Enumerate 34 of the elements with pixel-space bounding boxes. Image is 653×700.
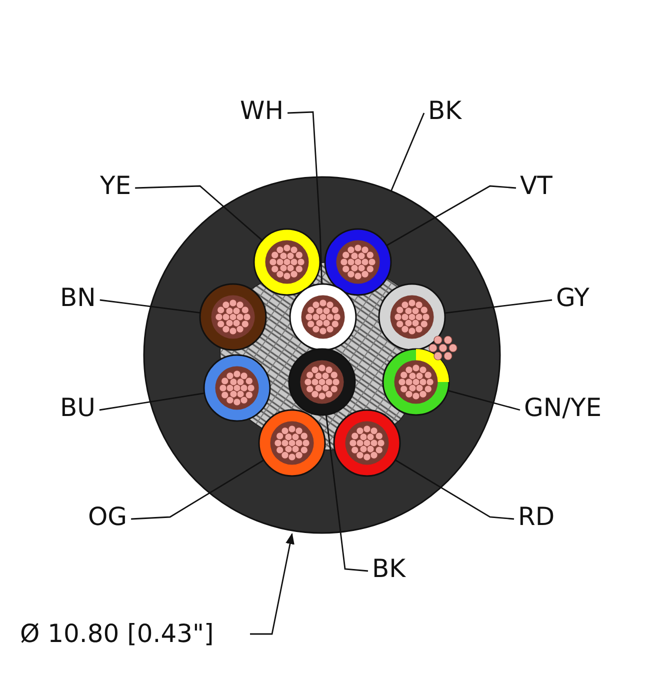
insulated-wire (382, 348, 450, 416)
leader-line (390, 112, 425, 192)
wire-color-label: VT (520, 171, 552, 201)
wire-color-label: BN (60, 283, 96, 313)
wire-color-label: WH (240, 96, 284, 126)
leader-line (448, 390, 520, 411)
wire-color-label: YE (100, 171, 132, 201)
leader-line (444, 299, 552, 314)
insulated-wire (203, 354, 271, 422)
wire-color-label: BU (60, 393, 96, 423)
insulated-wire (253, 228, 321, 296)
leader-line (131, 460, 264, 520)
wire-color-label: RD (518, 502, 555, 532)
leader-line (394, 459, 514, 520)
leader-line (135, 185, 263, 241)
insulated-wire (333, 409, 401, 477)
diameter-dimension: Ø 10.80 [0.43"] (20, 619, 214, 649)
insulated-wire (258, 409, 326, 477)
insulated-wire (324, 228, 392, 296)
wire-color-label: OG (88, 502, 128, 532)
leader-line (100, 299, 200, 314)
wire-color-label: GN/YE (524, 393, 602, 423)
leader-line (288, 111, 323, 284)
wire-color-label: GY (556, 283, 590, 313)
insulated-wire (288, 348, 356, 416)
cable-jacket (143, 176, 501, 534)
insulated-wire (199, 283, 267, 351)
leader-line (386, 185, 516, 246)
leader-line (99, 392, 205, 411)
wire-color-label: BK (428, 96, 462, 126)
insulated-wire (378, 283, 446, 351)
wire-color-label: BK (372, 554, 406, 584)
leader-line (325, 414, 368, 572)
insulated-wire (289, 283, 357, 351)
